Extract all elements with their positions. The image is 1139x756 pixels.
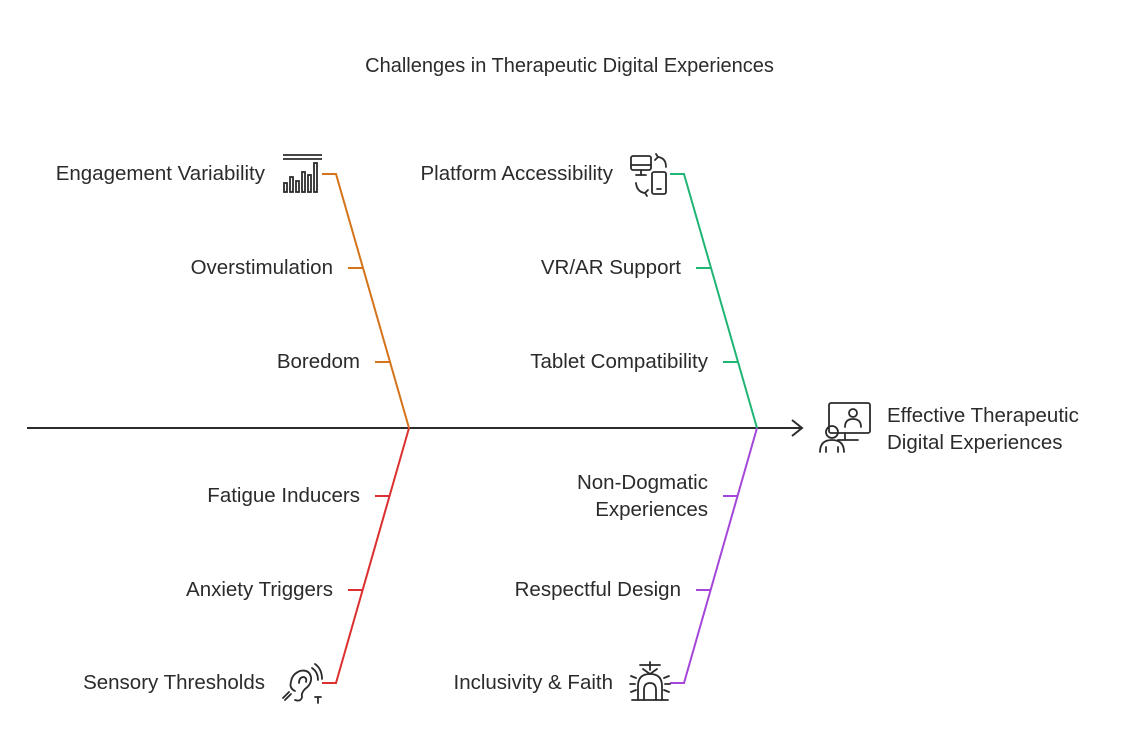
cause-boredom: Boredom (276, 350, 360, 373)
cause-overstimulation: Overstimulation (190, 256, 333, 279)
branch-platform (670, 173, 758, 429)
effect-label-line2: Digital Experiences (887, 431, 1063, 454)
cause-respectful-design: Respectful Design (514, 578, 681, 601)
cause-vr-ar-support: VR/AR Support (540, 256, 681, 279)
diagram-title: Challenges in Therapeutic Digital Experi… (365, 55, 774, 77)
category-sensory-label: Sensory Thresholds (83, 671, 265, 694)
effect-label: Effective Therapeutic Digital Experience… (887, 402, 1079, 456)
devices-sync-icon (630, 153, 667, 197)
cause-tablet-compatibility: Tablet Compatibility (530, 350, 708, 373)
category-engagement-label: Engagement Variability (55, 162, 265, 185)
cause-anxiety-triggers: Anxiety Triggers (186, 578, 333, 601)
branch-engagement (322, 173, 410, 429)
category-platform-label: Platform Accessibility (420, 162, 613, 185)
temple-icon (629, 661, 671, 701)
category-inclusivity-label: Inclusivity & Faith (453, 671, 614, 694)
bar-chart-icon (283, 154, 322, 193)
cause-non-dogmatic-experiences: Non-Dogmatic Experiences (576, 471, 708, 521)
monitor-with-person-icon (819, 402, 871, 453)
ear-hearing-icon (282, 663, 323, 704)
spine-arrowhead (791, 419, 804, 437)
branch-sensory (322, 427, 410, 684)
effect-label-line1: Effective Therapeutic (887, 404, 1079, 427)
cause-fatigue-inducers: Fatigue Inducers (207, 484, 360, 507)
branch-inclusivity (670, 427, 758, 684)
